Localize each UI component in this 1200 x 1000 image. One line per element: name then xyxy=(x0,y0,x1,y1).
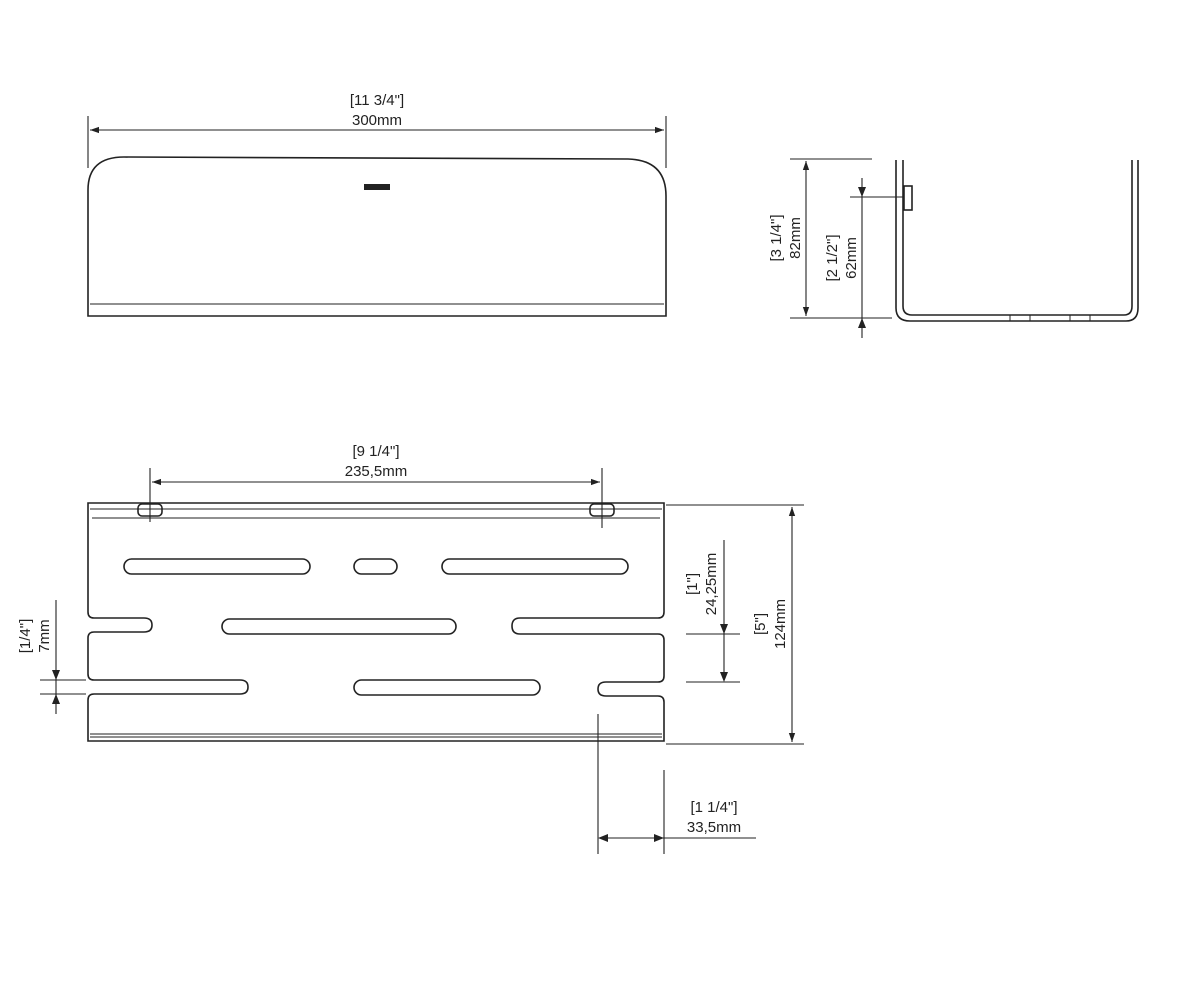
hole-spacing-metric-label: 235,5mm xyxy=(345,463,408,480)
edge-offset-arrow-right xyxy=(654,834,664,842)
slot xyxy=(353,558,398,575)
side-view-profile-inner xyxy=(902,160,1133,316)
slot xyxy=(221,618,457,635)
slot-pitch-arrow-bottom xyxy=(720,672,728,682)
slot-width-imperial-label: [1/4"] xyxy=(17,619,34,654)
side-view-profile-outer xyxy=(895,160,1139,322)
slot xyxy=(441,558,629,575)
side-view: [3 1/4"] 82mm [2 1/2"] 62mm xyxy=(768,158,1139,338)
slot-width-arrow-top xyxy=(52,670,60,680)
front-width-metric-label: 300mm xyxy=(352,112,402,129)
side-height-imperial-label: [3 1/4"] xyxy=(768,214,785,261)
side-height-metric-label: 82mm xyxy=(787,217,804,259)
edge-offset-metric-label: 33,5mm xyxy=(687,819,741,836)
side-inner-arrow-bottom xyxy=(858,318,866,328)
top-view-outline xyxy=(87,502,665,742)
slot-width-metric-label: 7mm xyxy=(36,619,53,652)
side-view-mount-pin xyxy=(903,185,913,211)
depth-metric-label: 124mm xyxy=(772,599,789,649)
front-view: [11 3/4"] 300mm xyxy=(87,92,667,317)
slot-pitch-arrow-top xyxy=(720,624,728,634)
slot-width-arrow-bottom xyxy=(52,694,60,704)
side-inner-metric-label: 62mm xyxy=(843,237,860,279)
slot xyxy=(123,558,311,575)
top-view: [9 1/4"] 235,5mm [1"] 24,25mm [5"] 124mm… xyxy=(17,443,804,854)
slot xyxy=(353,679,541,696)
front-width-imperial-label: [11 3/4"] xyxy=(350,92,404,109)
depth-imperial-label: [5"] xyxy=(752,613,769,635)
edge-offset-imperial-label: [1 1/4"] xyxy=(690,799,737,816)
side-inner-imperial-label: [2 1/2"] xyxy=(824,234,841,281)
front-logo-mark xyxy=(364,184,390,190)
front-view-outline xyxy=(87,156,667,317)
slot-pitch-imperial-label: [1"] xyxy=(684,573,701,595)
edge-offset-arrow-left xyxy=(598,834,608,842)
side-inner-arrow-top xyxy=(858,187,866,197)
hole-spacing-imperial-label: [9 1/4"] xyxy=(352,443,399,460)
slot-pitch-metric-label: 24,25mm xyxy=(703,553,720,616)
